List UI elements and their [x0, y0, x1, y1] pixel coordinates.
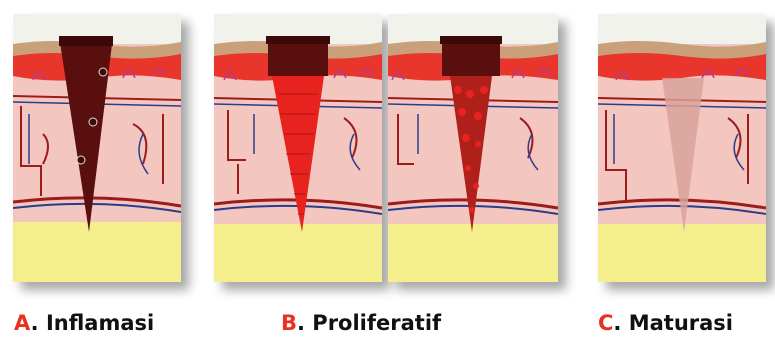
stage-letter: B	[281, 311, 297, 335]
skin-cross-section-inflammation	[13, 14, 181, 282]
stage-name: . Maturasi	[613, 311, 733, 335]
stage-label-proliferation: B. Proliferatif	[281, 311, 441, 335]
stage-letter: A	[14, 311, 31, 335]
skin-cross-section-proliferation-late	[388, 14, 558, 282]
stage-name: . Proliferatif	[297, 311, 441, 335]
stage-label-maturation: C. Maturasi	[598, 311, 733, 335]
panel-proliferation-early	[214, 14, 382, 282]
stage-letter: C	[598, 311, 613, 335]
stage-name: . Inflamasi	[31, 311, 155, 335]
skin-cross-section-maturation	[598, 14, 766, 282]
skin-cross-section-proliferation-early	[214, 14, 382, 282]
panel-inflammation	[13, 14, 181, 282]
panel-proliferation-late	[388, 14, 558, 282]
panel-maturation	[598, 14, 766, 282]
stage-label-inflammation: A. Inflamasi	[14, 311, 154, 335]
